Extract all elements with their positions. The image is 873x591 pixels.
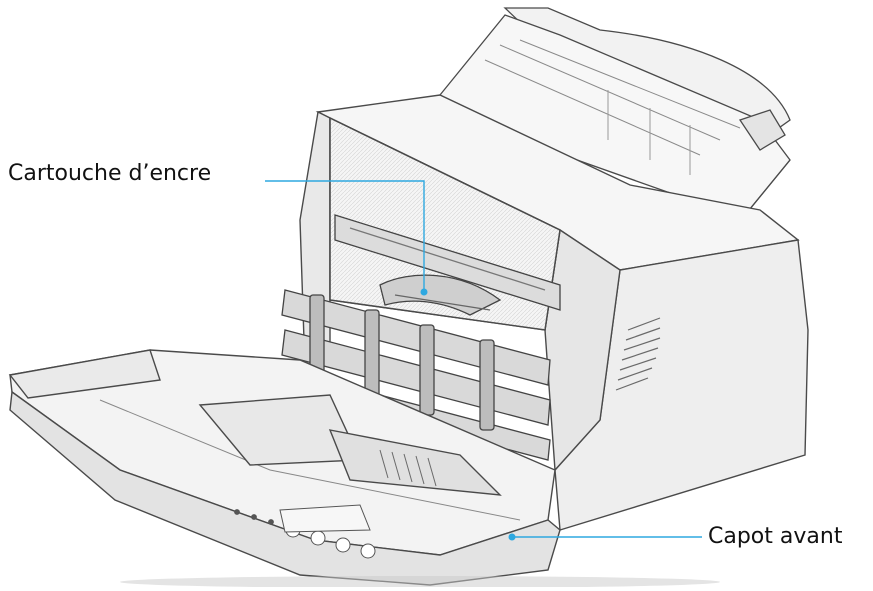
toner-cartridge	[334, 214, 561, 316]
front-cover	[8, 349, 561, 586]
vent-grille	[615, 317, 661, 391]
leader-dot-icon	[508, 533, 516, 541]
front-cover-label: Capot avant	[708, 524, 843, 549]
leader-dot-icon	[420, 288, 428, 296]
front-cover-leader	[508, 533, 702, 541]
cartridge-label: Cartouche d’encre	[8, 161, 212, 186]
control-panel	[234, 504, 376, 559]
floor-shadow	[120, 576, 720, 588]
cartridge-leader	[265, 180, 428, 296]
